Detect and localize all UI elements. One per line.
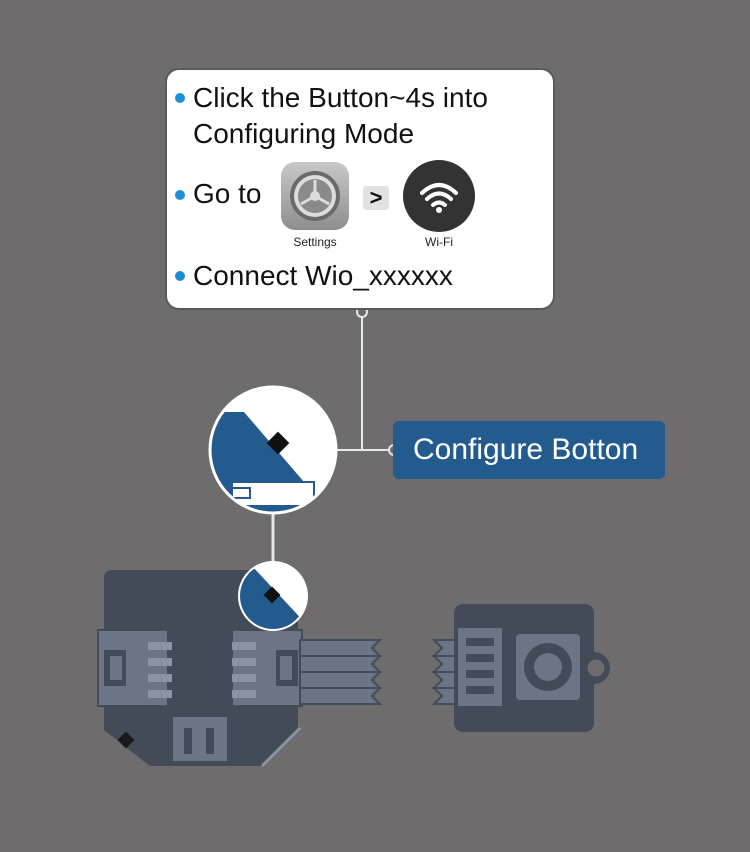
bullet-icon (175, 93, 185, 103)
step-3-text: Connect Wio_xxxxxx (193, 260, 453, 291)
step-1-line-2: Configuring Mode (193, 118, 415, 149)
bullet-icon (175, 271, 185, 281)
step-2-prefix: Go to (193, 178, 262, 209)
bullet-icon (175, 190, 185, 200)
step-1-line-1: Click the Button~4s into (193, 82, 488, 113)
zoom-small (238, 561, 308, 631)
wifi-icon (403, 160, 475, 232)
wifi-caption: Wi-Fi (425, 235, 453, 249)
configure-button-label: Configure Botton (393, 421, 665, 479)
separator-chevron: > (363, 186, 389, 210)
gear-icon (281, 162, 349, 230)
button-module (431, 604, 610, 732)
settings-caption: Settings (293, 235, 337, 249)
zoom-magnifier (208, 385, 338, 515)
button-icon (266, 431, 290, 455)
instruction-callout: Click the Button~4s into Configuring Mod… (165, 68, 555, 310)
